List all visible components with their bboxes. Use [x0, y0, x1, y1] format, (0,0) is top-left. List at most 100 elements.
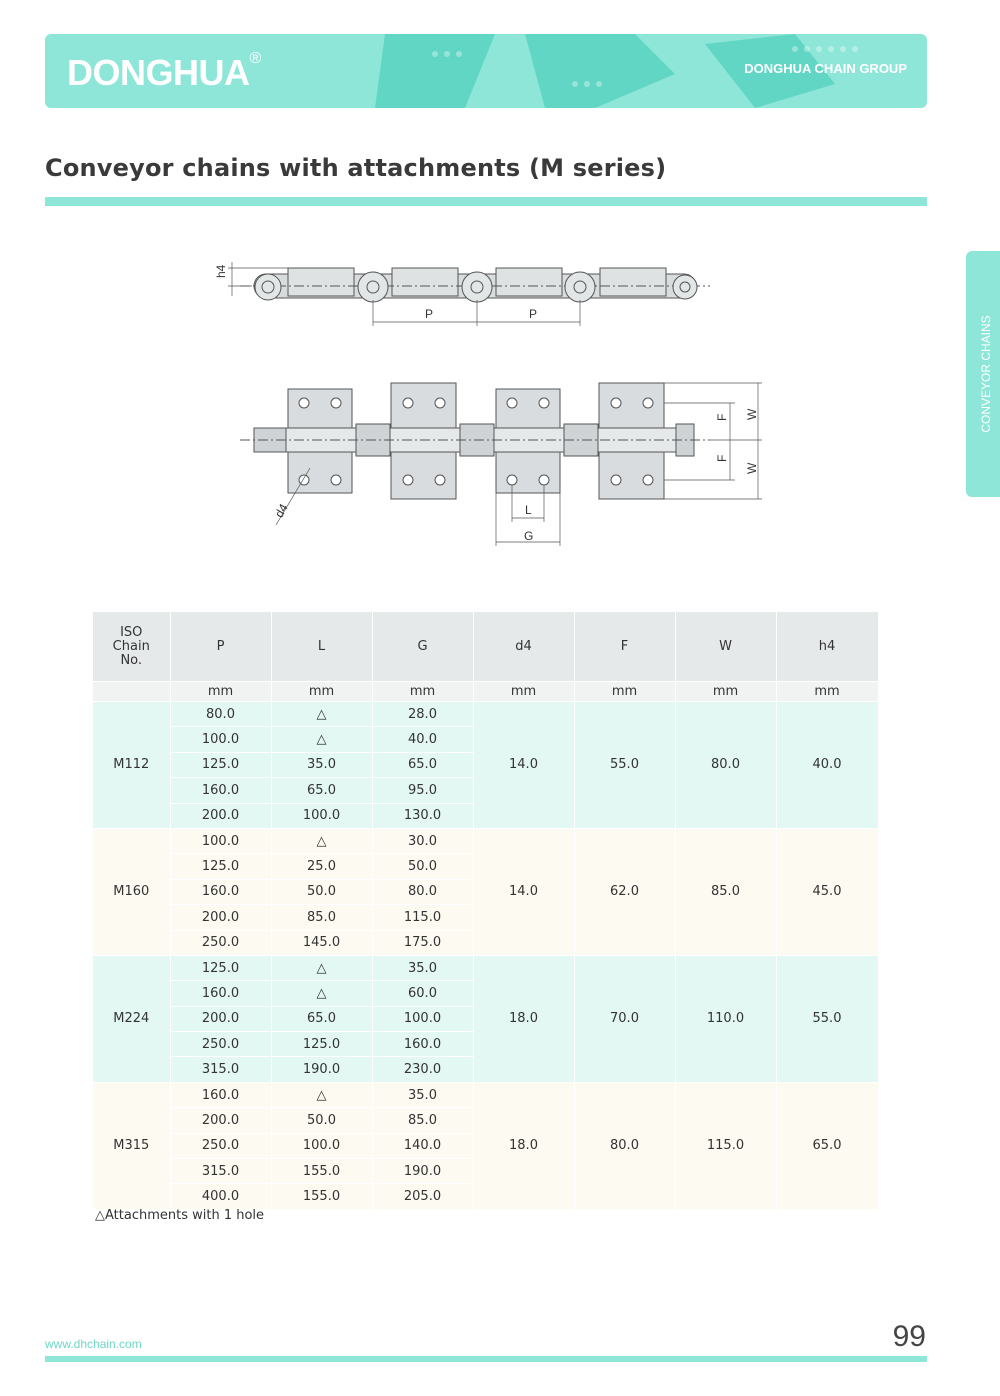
label-p-1: P [425, 307, 433, 321]
g-cell: 50.0 [372, 853, 474, 880]
w-cell: 110.0 [675, 955, 777, 1083]
h4-cell: 65.0 [776, 1082, 879, 1210]
spec-table: ISO Chain No. P L G d4 F W h4 mm mm mm m… [93, 612, 879, 1210]
header-g: G [372, 612, 474, 682]
d4-cell: 14.0 [473, 828, 575, 956]
g-cell: 115.0 [372, 904, 474, 931]
group-m224: M224 125.0 △ 35.0 18.0 70.0 110.0 55.0 1… [93, 955, 879, 1083]
table-row: 400.0 155.0 205.0 [93, 1183, 878, 1210]
table-row: 125.0 25.0 50.0 [93, 853, 878, 880]
header-w: W [675, 612, 777, 682]
g-cell: 80.0 [372, 879, 474, 906]
footer-url[interactable]: www.dhchain.com [45, 1337, 142, 1351]
l-cell: △ [271, 980, 373, 1007]
l-cell: 100.0 [271, 803, 373, 829]
table-row: 315.0 190.0 230.0 [93, 1056, 878, 1083]
footer-rule [45, 1356, 927, 1362]
chain-no-cell: M315 [93, 1082, 171, 1210]
g-cell: 60.0 [372, 980, 474, 1007]
table-row: M315 160.0 △ 35.0 18.0 80.0 115.0 65.0 [93, 1082, 879, 1210]
table-row: 200.0 50.0 85.0 [93, 1107, 878, 1134]
table-row: 250.0 145.0 175.0 [93, 930, 878, 956]
l-cell: 155.0 [271, 1158, 373, 1185]
brand-logo: DONGHUA® [67, 50, 261, 93]
l-cell: △ [271, 726, 373, 753]
header-chain-no: ISO Chain No. [93, 612, 171, 682]
p-cell: 250.0 [170, 1133, 272, 1160]
l-cell: △ [271, 701, 373, 728]
l-cell: △ [271, 1082, 373, 1109]
top-view [240, 382, 762, 546]
g-cell: 130.0 [372, 803, 474, 829]
p-cell: 160.0 [170, 879, 272, 906]
d4-cell: 18.0 [473, 955, 575, 1083]
header-l: L [271, 612, 373, 682]
g-cell: 100.0 [372, 1006, 474, 1033]
g-cell: 28.0 [372, 701, 474, 728]
chain-no-cell: M160 [93, 828, 171, 956]
label-f-2: F [715, 455, 729, 462]
l-cell: 155.0 [271, 1183, 373, 1210]
unit-cell: mm [372, 681, 474, 702]
l-cell: △ [271, 955, 373, 982]
p-cell: 200.0 [170, 904, 272, 931]
p-cell: 80.0 [170, 701, 272, 728]
h4-cell: 55.0 [776, 955, 879, 1083]
page-title: Conveyor chains with attachments (M seri… [45, 154, 667, 182]
g-cell: 160.0 [372, 1031, 474, 1058]
table-header-row: ISO Chain No. P L G d4 F W h4 [93, 612, 879, 682]
p-cell: 125.0 [170, 955, 272, 982]
footnote: △Attachments with 1 hole [95, 1208, 265, 1223]
l-cell: 35.0 [271, 752, 373, 779]
f-cell: 70.0 [574, 955, 676, 1083]
header-d4: d4 [473, 612, 575, 682]
unit-blank [93, 681, 171, 702]
l-cell: △ [271, 828, 373, 855]
l-cell: 100.0 [271, 1133, 373, 1160]
side-view [228, 262, 710, 326]
table-row: M112 80.0 △ 28.0 14.0 55.0 80.0 40.0 [93, 701, 879, 829]
label-w-2: W [745, 462, 759, 474]
unit-cell: mm [776, 681, 879, 702]
label-w-1: W [745, 408, 759, 420]
table-row: 200.0 65.0 100.0 [93, 1006, 878, 1033]
w-cell: 85.0 [675, 828, 777, 956]
banner-decoration [375, 34, 858, 108]
group-m315: M315 160.0 △ 35.0 18.0 80.0 115.0 65.0 2… [93, 1082, 879, 1210]
table-row: M224 125.0 △ 35.0 18.0 70.0 110.0 55.0 [93, 955, 879, 1083]
p-cell: 160.0 [170, 980, 272, 1007]
table-row: M160 100.0 △ 30.0 14.0 62.0 85.0 45.0 [93, 828, 879, 956]
p-cell: 160.0 [170, 777, 272, 804]
l-cell: 125.0 [271, 1031, 373, 1058]
p-cell: 100.0 [170, 726, 272, 753]
p-cell: 200.0 [170, 1107, 272, 1134]
header-h4: h4 [776, 612, 879, 682]
l-cell: 190.0 [271, 1056, 373, 1083]
table-row: 200.0 85.0 115.0 [93, 904, 878, 931]
p-cell: 160.0 [170, 1082, 272, 1109]
table-row: 160.0 65.0 95.0 [93, 777, 878, 804]
g-cell: 35.0 [372, 1082, 474, 1109]
g-cell: 30.0 [372, 828, 474, 855]
h4-cell: 40.0 [776, 701, 879, 829]
table-row: 160.0 50.0 80.0 [93, 879, 878, 906]
g-cell: 95.0 [372, 777, 474, 804]
w-cell: 80.0 [675, 701, 777, 829]
l-cell: 85.0 [271, 904, 373, 931]
side-tab: CONVEYOR CHAINS [966, 251, 1000, 497]
g-cell: 85.0 [372, 1107, 474, 1134]
p-cell: 125.0 [170, 853, 272, 880]
l-cell: 25.0 [271, 853, 373, 880]
l-cell: 50.0 [271, 879, 373, 906]
header-banner: DONGHUA® DONGHUA CHAIN GROUP [45, 34, 927, 108]
header-p: P [170, 612, 272, 682]
unit-cell: mm [574, 681, 676, 702]
table-row: 250.0 125.0 160.0 [93, 1031, 878, 1058]
label-d4: d4 [272, 501, 291, 520]
table-row: 125.0 35.0 65.0 [93, 752, 878, 779]
page-number: 99 [892, 1320, 926, 1353]
f-cell: 62.0 [574, 828, 676, 956]
unit-cell: mm [170, 681, 272, 702]
w-cell: 115.0 [675, 1082, 777, 1210]
group-name: DONGHUA CHAIN GROUP [744, 61, 907, 76]
